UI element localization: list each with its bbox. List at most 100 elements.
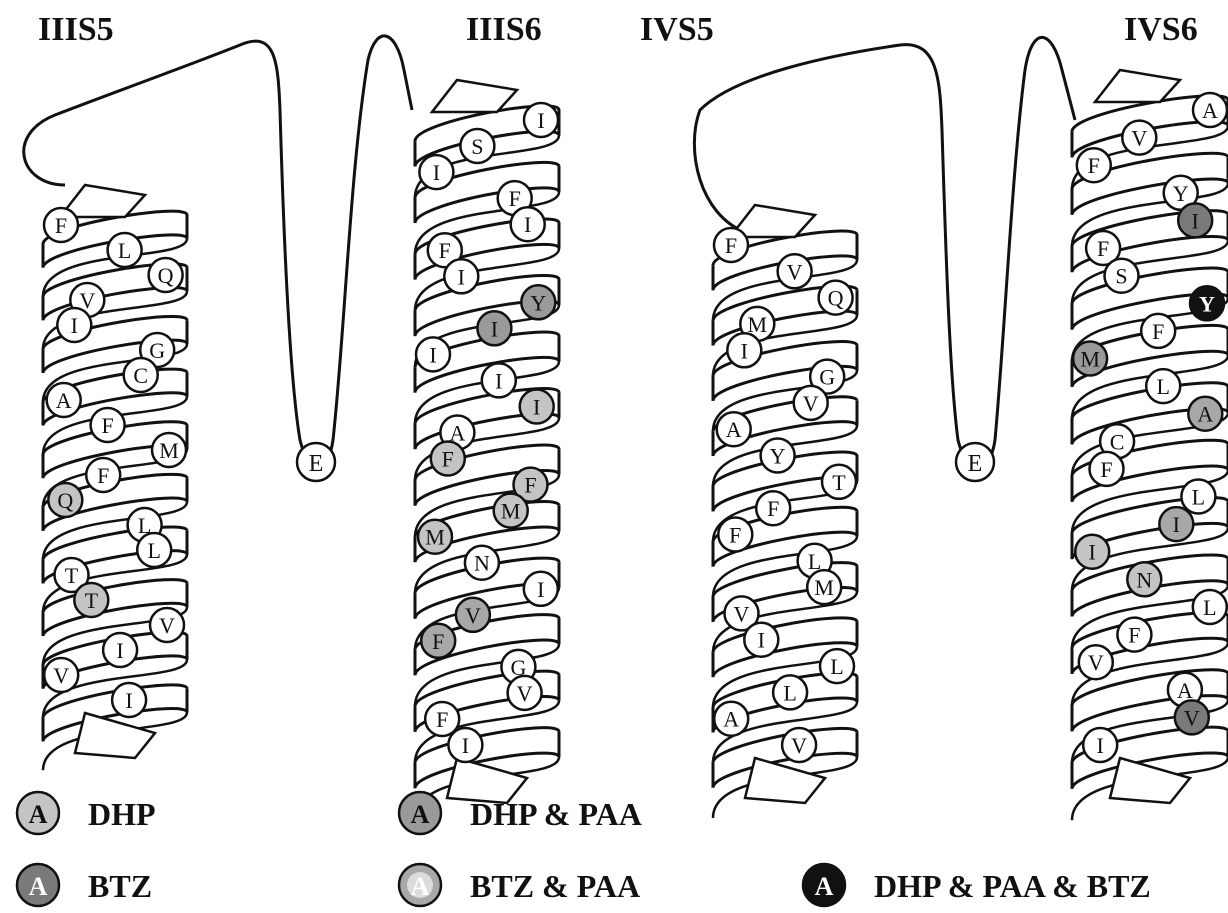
- residue: F: [1117, 618, 1151, 652]
- residue-letter: Q: [57, 488, 73, 513]
- residue: I: [520, 390, 554, 424]
- residue: V: [150, 608, 184, 642]
- residue: A: [1188, 397, 1222, 431]
- residue-letter: G: [819, 365, 835, 390]
- residue-letter: V: [1131, 126, 1147, 151]
- residue: L: [1193, 590, 1227, 624]
- residue: Q: [819, 281, 853, 315]
- residue: Y: [521, 285, 555, 319]
- helix-cap-bottom: [1110, 758, 1190, 803]
- residue: C: [124, 358, 158, 392]
- residue-letter: Y: [770, 444, 786, 469]
- residue-letter: I: [433, 160, 440, 185]
- residue-letter: F: [432, 629, 444, 654]
- residue: I: [1159, 507, 1193, 541]
- residue-letter: I: [537, 577, 544, 602]
- residue-letter: T: [65, 563, 79, 588]
- legend-label: BTZ: [88, 868, 152, 904]
- legend-item-btz: A BTZ: [17, 864, 152, 906]
- residue-letter: I: [125, 688, 132, 713]
- helix-iiis5: FLQVIGCAFMFQLLTTVIVI: [43, 185, 187, 770]
- legend-swatch-letter: A: [815, 872, 834, 901]
- residue-letter: Q: [828, 286, 844, 311]
- residue: V: [1122, 121, 1156, 155]
- residue-letter: V: [1184, 705, 1200, 730]
- residue: A: [1193, 93, 1227, 127]
- residue-letter: M: [501, 499, 521, 524]
- residue: I: [477, 311, 511, 345]
- helix-cap-bottom: [745, 758, 825, 803]
- residue-letter: V: [159, 613, 175, 638]
- residue-letter: I: [458, 264, 465, 289]
- residue-letter: Y: [1199, 291, 1215, 316]
- residue-letter: A: [56, 388, 72, 413]
- loop-iv: [694, 37, 1075, 468]
- residue-letter: I: [524, 212, 531, 237]
- residue: V: [782, 728, 816, 762]
- residue-letter: V: [734, 601, 750, 626]
- helix-cap-top: [1095, 70, 1180, 102]
- residue-letter: L: [1192, 485, 1205, 510]
- residue-letter: F: [1088, 153, 1100, 178]
- residue-letter: V: [517, 681, 533, 706]
- residue: N: [1127, 562, 1161, 596]
- legend-label: DHP: [88, 796, 156, 832]
- residue: T: [822, 465, 856, 499]
- residue-letter: I: [741, 338, 748, 363]
- residue: I: [448, 728, 482, 762]
- residue-letter: L: [147, 538, 160, 563]
- helix-cap-bottom: [75, 713, 155, 758]
- residue: V: [44, 658, 78, 692]
- residue-letter: F: [767, 496, 779, 521]
- residue: I: [103, 633, 137, 667]
- residue-letter: N: [474, 551, 490, 576]
- legend-item-dhp-paa: A DHP & PAA: [399, 792, 642, 834]
- residue: F: [1077, 148, 1111, 182]
- residue: F: [1090, 452, 1124, 486]
- residue-letter: F: [1100, 457, 1112, 482]
- residue: M: [418, 520, 452, 554]
- residue-letter: V: [1088, 650, 1104, 675]
- helix-ivs5: FVQMIGVAYTFFLMVILLAV: [713, 205, 857, 818]
- segment-title-ivs5: IVS5: [640, 11, 714, 48]
- segment-title-ivs6: IVS6: [1124, 11, 1198, 48]
- residue: F: [44, 208, 78, 242]
- residue-letter: A: [1202, 98, 1218, 123]
- residue: V: [778, 254, 812, 288]
- residue-letter: I: [1192, 208, 1199, 233]
- residue-letter: C: [133, 363, 148, 388]
- residue: L: [1146, 369, 1180, 403]
- loop-iii: [24, 36, 412, 468]
- legend-swatch-letter: A: [411, 800, 430, 829]
- residue-letter: F: [729, 523, 741, 548]
- residue-letter: S: [1115, 264, 1127, 289]
- legend-label: DHP & PAA: [470, 796, 642, 832]
- residue: A: [714, 702, 748, 736]
- residue-letter: L: [830, 654, 843, 679]
- residue-letter: A: [1177, 678, 1193, 703]
- residue-letter: I: [495, 368, 502, 393]
- residue-letter: L: [1156, 374, 1169, 399]
- residue-letter: V: [791, 733, 807, 758]
- residue: V: [1175, 700, 1209, 734]
- residue: I: [444, 259, 478, 293]
- legend-swatch-letter: A: [29, 872, 48, 901]
- residue-letter: F: [1152, 319, 1164, 344]
- legend-swatch-letter: A: [29, 800, 48, 829]
- residue-letter: I: [1089, 540, 1096, 565]
- loop-residue-letter: E: [309, 451, 324, 477]
- segment-title-iiis6: IIIS6: [466, 11, 542, 48]
- residue-letter: T: [85, 588, 99, 613]
- residue-letter: I: [758, 628, 765, 653]
- residue: L: [108, 233, 142, 267]
- residue-letter: I: [116, 638, 123, 663]
- residue-letter: F: [442, 447, 454, 472]
- residue-letter: F: [1128, 623, 1140, 648]
- residue-letter: A: [723, 707, 739, 732]
- residue: I: [57, 308, 91, 342]
- residue: I: [1075, 535, 1109, 569]
- residue: F: [86, 458, 120, 492]
- legend: A DHP A DHP & PAA A BTZ A BTZ & PAA A DH…: [17, 792, 1151, 906]
